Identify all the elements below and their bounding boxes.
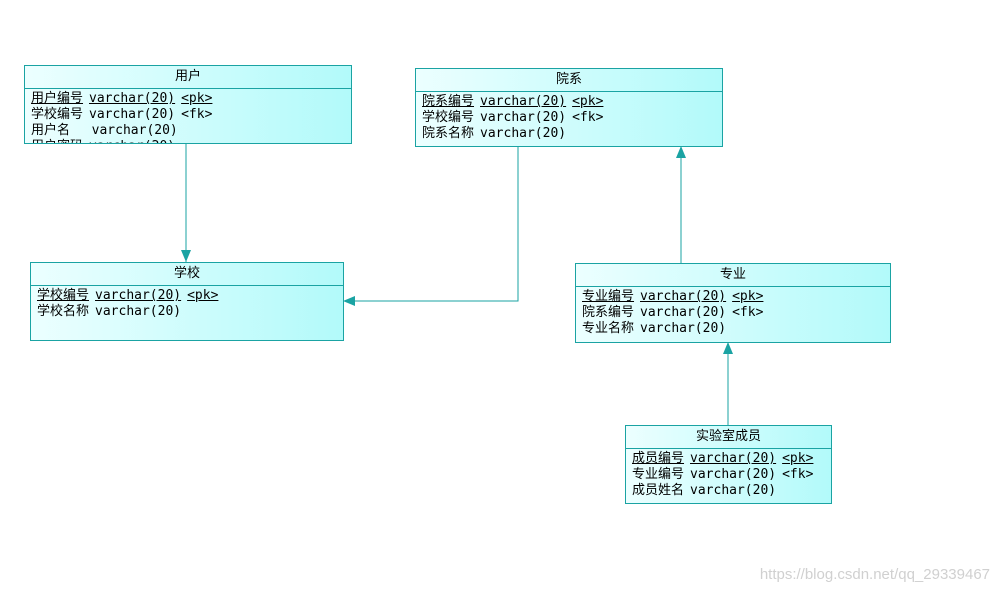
- attribute-type: varchar(20): [89, 91, 176, 106]
- attribute-name: 学校编号: [31, 107, 84, 122]
- watermark: https://blog.csdn.net/qq_29339467: [759, 566, 990, 583]
- attribute-row[interactable]: 专业编号 varchar(20) <fk>: [632, 467, 831, 483]
- attribute-row[interactable]: 成员编号 varchar(20) <pk>: [632, 451, 831, 467]
- attribute-name: 学校编号: [422, 110, 475, 125]
- attribute-row[interactable]: 院系编号 varchar(20) <fk>: [582, 305, 890, 321]
- attribute-type: varchar(20): [640, 289, 727, 304]
- attribute-name: 院系编号: [582, 305, 635, 320]
- attribute-name: 专业编号: [582, 289, 635, 304]
- attribute-row[interactable]: 院系名称 varchar(20): [422, 126, 722, 142]
- attribute-type: varchar(20): [480, 94, 567, 109]
- entity-title: 专业: [576, 264, 890, 287]
- attribute-name: 成员姓名: [632, 483, 685, 498]
- attribute-name: 院系名称: [422, 126, 475, 141]
- attribute-name: 学校名称: [37, 304, 90, 319]
- attribute-key: <fk>: [572, 110, 604, 125]
- attribute-type: varchar(20): [89, 139, 175, 143]
- attribute-type: varchar(20): [95, 288, 182, 303]
- attribute-row[interactable]: 学校编号 varchar(20) <fk>: [31, 107, 351, 123]
- attribute-key: <fk>: [181, 107, 213, 122]
- entity-school[interactable]: 学校学校编号 varchar(20) <pk> 学校名称 varchar(20): [30, 262, 344, 341]
- entity-department[interactable]: 院系院系编号 varchar(20) <pk> 学校编号 varchar(20) <fk>…: [415, 68, 723, 147]
- attribute-row[interactable]: 用户密码 varchar(20): [31, 139, 351, 143]
- attribute-type: varchar(20): [95, 304, 182, 319]
- attribute-key: <fk>: [732, 305, 764, 320]
- attribute-row[interactable]: 专业编号 varchar(20) <pk>: [582, 289, 890, 305]
- attribute-type: varchar(20): [480, 110, 567, 125]
- attribute-row[interactable]: 学校编号 varchar(20) <pk>: [37, 288, 343, 304]
- entity-title: 学校: [31, 263, 343, 286]
- attribute-key: <pk>: [572, 94, 604, 109]
- attribute-key: <pk>: [732, 289, 764, 304]
- attribute-row[interactable]: 学校名称 varchar(20): [37, 304, 343, 320]
- entity-major[interactable]: 专业专业编号 varchar(20) <pk> 院系编号 varchar(20) <fk>…: [575, 263, 891, 343]
- attribute-type: varchar(20): [89, 107, 176, 122]
- attribute-name: 学校编号: [37, 288, 90, 303]
- attribute-type: varchar(20): [640, 321, 727, 336]
- attribute-row[interactable]: 成员姓名 varchar(20): [632, 483, 831, 499]
- attribute-name: 用户密码: [31, 139, 83, 143]
- attribute-name: 院系编号: [422, 94, 475, 109]
- attribute-row[interactable]: 用户名 varchar(20): [31, 123, 351, 139]
- attribute-type: varchar(20): [690, 451, 777, 466]
- attribute-name: 专业编号: [632, 467, 685, 482]
- attribute-name: 用户名: [31, 123, 86, 138]
- attribute-type: varchar(20): [480, 126, 567, 141]
- attribute-type: varchar(20): [690, 483, 777, 498]
- attribute-row[interactable]: 学校编号 varchar(20) <fk>: [422, 110, 722, 126]
- attribute-key: <pk>: [782, 451, 814, 466]
- attribute-row[interactable]: 专业名称 varchar(20): [582, 321, 890, 337]
- attribute-type: varchar(20): [690, 467, 777, 482]
- attribute-type: varchar(20): [640, 305, 727, 320]
- attribute-key: <fk>: [782, 467, 814, 482]
- attribute-list: 学校编号 varchar(20) <pk> 学校名称 varchar(20): [31, 286, 343, 320]
- attribute-name: 专业名称: [582, 321, 635, 336]
- entity-title: 院系: [416, 69, 722, 92]
- attribute-row[interactable]: 用户编号 varchar(20) <pk>: [31, 91, 351, 107]
- entity-member[interactable]: 实验室成员成员编号 varchar(20) <pk> 专业编号 varchar(20) <…: [625, 425, 832, 504]
- entity-title: 用户: [25, 66, 351, 89]
- entity-title: 实验室成员: [626, 426, 831, 449]
- rel-department-school[interactable]: [343, 146, 519, 306]
- attribute-name: 用户编号: [31, 91, 84, 106]
- attribute-key: <pk>: [181, 91, 213, 106]
- attribute-type: varchar(20): [91, 123, 178, 138]
- attribute-key: <pk>: [187, 288, 219, 303]
- attribute-name: 成员编号: [632, 451, 685, 466]
- attribute-row[interactable]: 院系编号 varchar(20) <pk>: [422, 94, 722, 110]
